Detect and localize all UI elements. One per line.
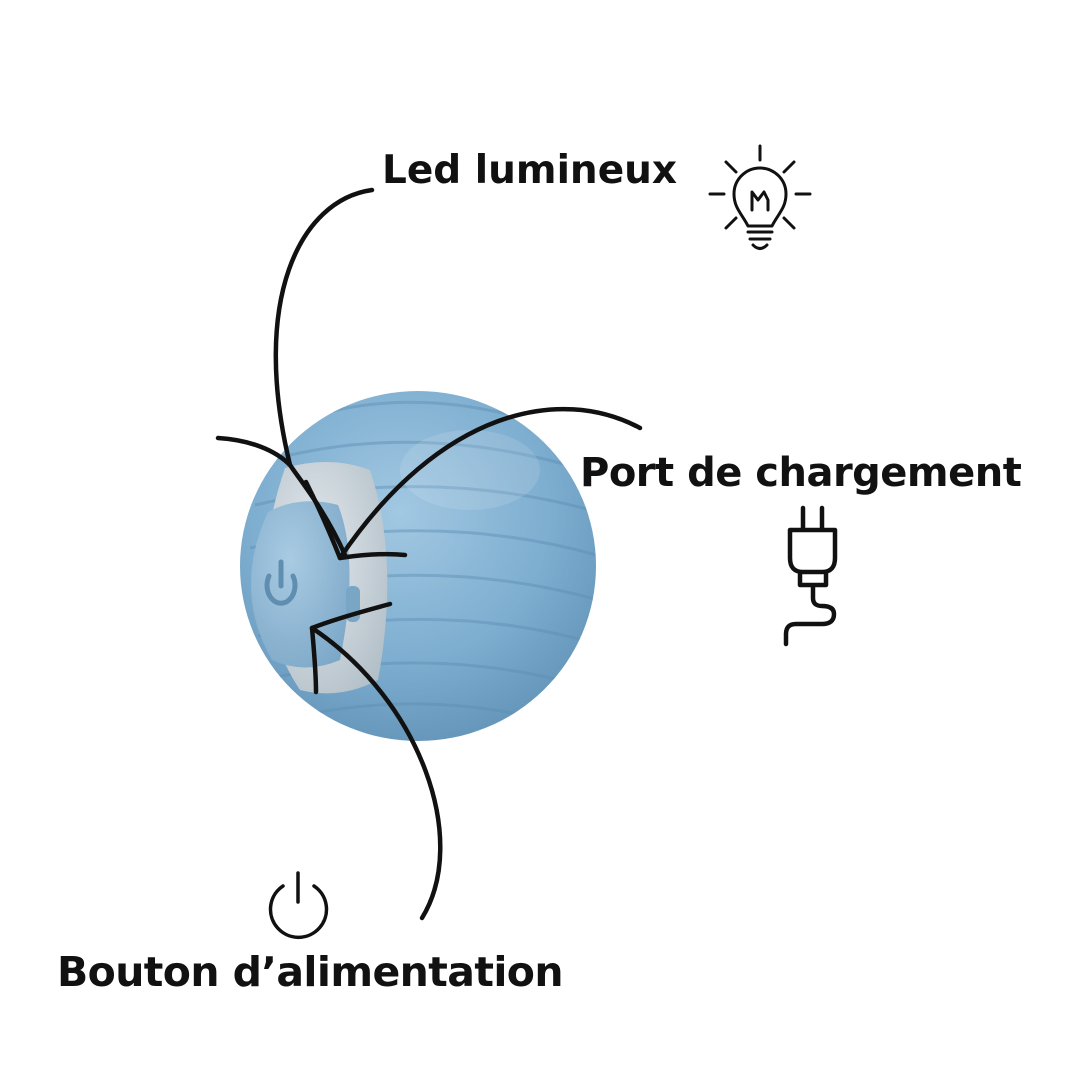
ball-highlight [400,430,540,510]
port-arrow [337,406,643,561]
power-arrow [309,625,443,921]
power-plug-icon [783,505,838,647]
led-arrowhead [215,435,348,558]
ball-ridges [249,400,596,722]
power-symbol-icon [268,871,329,939]
power-button-label: Bouton d’alimentation [57,948,564,996]
light-bulb-icon [708,144,812,250]
port-arrowhead [303,479,408,561]
power-arrowhead [309,601,393,695]
cat-toy-ball [240,391,596,741]
charging-port-label: Port de chargement [580,450,1022,496]
led-label: Led lumineux [382,148,678,193]
callout-arrows [215,187,643,921]
ball-power-button [250,501,350,668]
power-glyph-on-ball [264,559,298,606]
led-arrow [273,187,375,468]
